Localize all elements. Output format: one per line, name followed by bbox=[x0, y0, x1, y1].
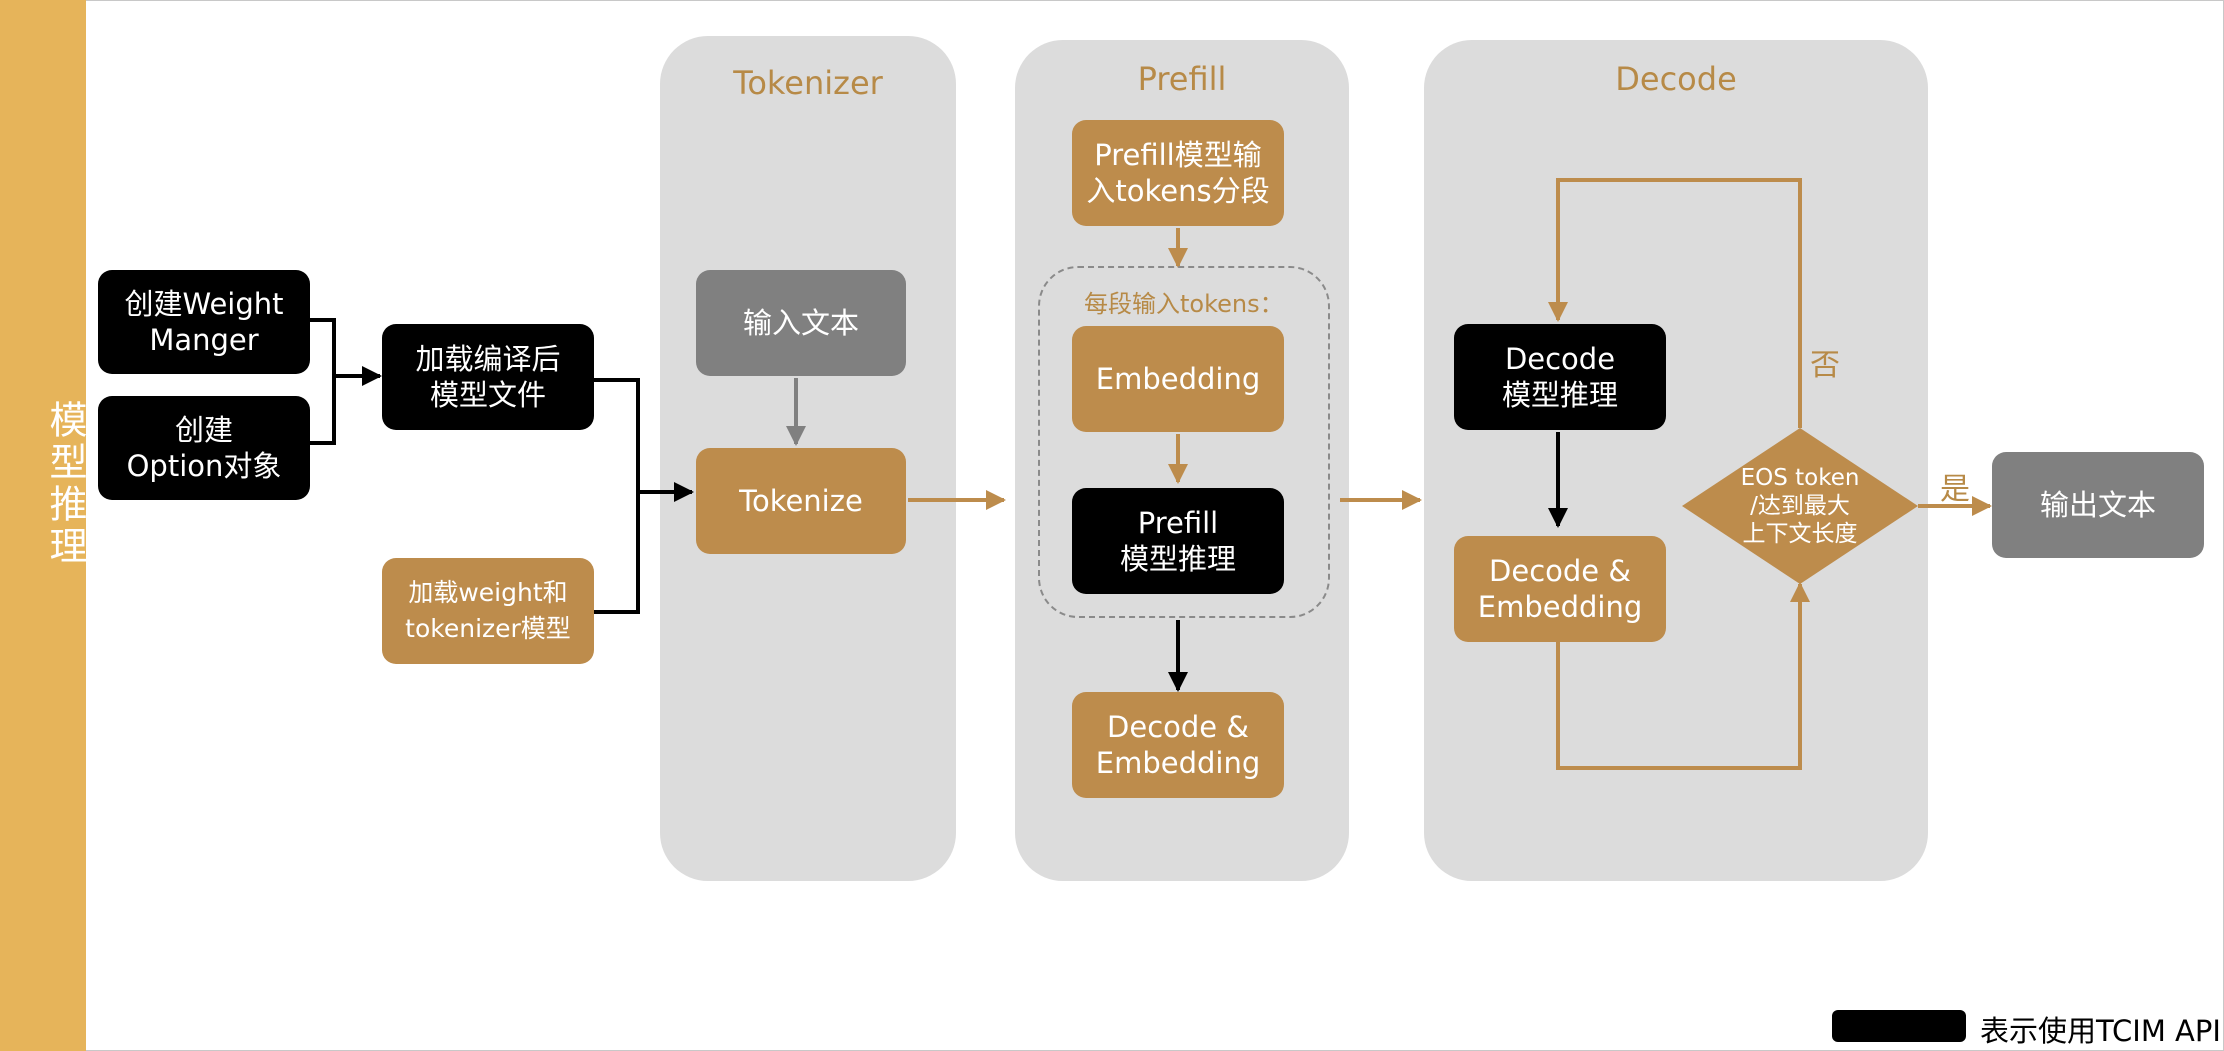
edge-embedding-to-condition bbox=[1556, 582, 1810, 770]
create-option-box: 创建 Option对象 bbox=[98, 396, 310, 500]
legend-swatch bbox=[1832, 1010, 1966, 1042]
yes-label: 是 bbox=[1940, 472, 1970, 507]
edge-condition-no-loop bbox=[1548, 178, 1802, 428]
create-weight-manager-box: 创建Weight Manger bbox=[98, 270, 310, 374]
tokenize-label: Tokenize bbox=[739, 484, 863, 518]
edge-option bbox=[310, 378, 336, 445]
prefill-segment-label: Prefill模型输 入tokens分段 bbox=[1086, 138, 1270, 208]
decode-embedding-label: Decode & Embedding bbox=[1477, 554, 1643, 624]
load-compiled-model-box: 加载编译后 模型文件 bbox=[382, 324, 594, 430]
input-text-box: 输入文本 bbox=[696, 270, 906, 376]
create-option-label: 创建 Option对象 bbox=[126, 413, 282, 483]
condition-label: EOS token /达到最大 上下文长度 bbox=[1740, 465, 1860, 547]
edge-weight-manager bbox=[310, 318, 336, 378]
create-weight-manager-label: 创建Weight Manger bbox=[124, 287, 284, 357]
output-text-box: 输出文本 bbox=[1992, 452, 2204, 558]
decode-infer-label: Decode 模型推理 bbox=[1501, 342, 1618, 412]
edge-load-weight-merge bbox=[594, 492, 640, 614]
per-segment-label: 每段输入tokens： bbox=[1084, 290, 1284, 318]
prefill-infer-label: Prefill 模型推理 bbox=[1119, 506, 1236, 576]
load-weight-tokenizer-label: 加载weight和 tokenizer模型 bbox=[405, 578, 571, 643]
prefill-decode-embedding-box: Decode & Embedding bbox=[1072, 692, 1284, 798]
prefill-infer-box: Prefill 模型推理 bbox=[1072, 488, 1284, 594]
no-label: 否 bbox=[1810, 348, 1840, 383]
edge-load-model-merge bbox=[594, 378, 640, 492]
condition-diamond bbox=[1682, 428, 1918, 584]
sidebar-title: 模型推理 bbox=[43, 400, 87, 568]
prefill-stage-title: Prefill bbox=[1137, 60, 1227, 98]
decode-stage-title: Decode bbox=[1615, 60, 1737, 98]
prefill-segment-box: Prefill模型输 入tokens分段 bbox=[1072, 120, 1284, 226]
per-segment-group bbox=[1038, 266, 1330, 618]
decode-embedding-box: Decode & Embedding bbox=[1454, 536, 1666, 642]
load-compiled-model-label: 加载编译后 模型文件 bbox=[415, 342, 561, 412]
legend-text: 表示使用TCIM API bbox=[1980, 1014, 2221, 1048]
tokenize-box: Tokenize bbox=[696, 448, 906, 554]
sidebar: 模型推理 bbox=[0, 0, 87, 1051]
embedding-box: Embedding bbox=[1072, 326, 1284, 432]
output-text-label: 输出文本 bbox=[2039, 488, 2156, 522]
tokenizer-stage-title: Tokenizer bbox=[733, 64, 883, 102]
embedding-label: Embedding bbox=[1095, 362, 1261, 396]
input-text-label: 输入文本 bbox=[742, 306, 859, 340]
decode-infer-box: Decode 模型推理 bbox=[1454, 324, 1666, 430]
load-weight-tokenizer-box: 加载weight和 tokenizer模型 bbox=[382, 558, 594, 664]
prefill-decode-embedding-label: Decode & Embedding bbox=[1095, 710, 1261, 780]
